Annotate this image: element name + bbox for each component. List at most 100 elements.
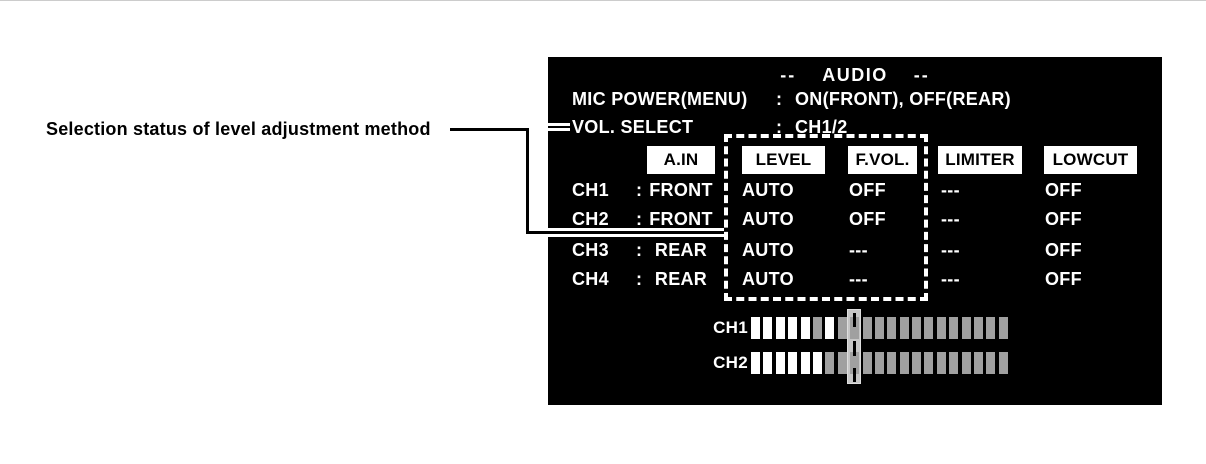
title-dashes-right: --	[913, 65, 930, 85]
marker-bar-segment	[850, 317, 859, 339]
vol-select-connector-marker	[548, 123, 570, 131]
recording-level-marker[interactable]	[847, 309, 861, 384]
meter-label-ch2: CH2	[713, 353, 748, 372]
vol-select-value[interactable]: CH1/2	[795, 117, 848, 137]
meter-segment	[788, 317, 798, 339]
meter-segment	[825, 317, 835, 339]
meter-segment	[974, 352, 984, 374]
meter-segment	[751, 317, 760, 339]
meter-segment	[998, 317, 1008, 339]
meter-segment	[949, 317, 959, 339]
meter-segment	[986, 352, 996, 374]
meter-segment	[899, 352, 909, 374]
lowcut-value[interactable]: OFF	[1045, 269, 1082, 289]
ch2-connector-underline	[548, 228, 724, 237]
meter-segment	[837, 317, 847, 339]
f-vol-value[interactable]: OFF	[849, 209, 886, 229]
a-in-value[interactable]: REAR	[654, 240, 708, 260]
level-value[interactable]: AUTO	[742, 240, 794, 260]
meter-segment	[751, 352, 760, 374]
meter-segment	[874, 352, 884, 374]
meter-segment	[763, 317, 773, 339]
meter-segment	[949, 352, 959, 374]
level-value[interactable]: AUTO	[742, 209, 794, 229]
meter-segment	[874, 317, 884, 339]
column-header-level: LEVEL	[742, 146, 825, 174]
meter-segment	[812, 317, 822, 339]
table-row-ch1: CH1 : FRONT AUTO OFF --- OFF	[548, 181, 1162, 199]
marker-tick	[853, 368, 856, 382]
leader-line-vertical	[526, 128, 529, 234]
channel-label: CH3	[572, 240, 609, 260]
a-in-value[interactable]: FRONT	[649, 209, 713, 229]
channel-label: CH1	[572, 180, 609, 200]
a-in-value[interactable]: FRONT	[649, 180, 713, 200]
meter-segment	[936, 317, 946, 339]
meter-bar-row-ch2	[751, 352, 1008, 374]
lowcut-value[interactable]: OFF	[1045, 180, 1082, 200]
mic-power-row: MIC POWER(MENU) : ON(FRONT), OFF(REAR)	[548, 90, 1162, 108]
meter-segment	[812, 352, 822, 374]
meter-segment	[800, 352, 810, 374]
meter-segment	[974, 317, 984, 339]
meter-segment	[763, 352, 773, 374]
table-row-ch3: CH3 : REAR AUTO --- --- OFF	[548, 241, 1162, 259]
f-vol-value[interactable]: ---	[849, 269, 868, 289]
row-separator: :	[636, 180, 643, 200]
meter-segment	[961, 352, 971, 374]
limiter-value[interactable]: ---	[941, 240, 960, 260]
meter-segment	[887, 352, 897, 374]
channel-label: CH2	[572, 209, 609, 229]
meter-segment	[862, 352, 872, 374]
row-separator: :	[636, 269, 643, 289]
meter-segment	[800, 317, 810, 339]
mic-power-separator: :	[776, 89, 782, 109]
audio-status-panel: -- AUDIO -- MIC POWER(MENU) : ON(FRONT), O…	[548, 57, 1162, 405]
marker-tick	[853, 313, 856, 327]
meter-segment	[961, 317, 971, 339]
meter-segment	[936, 352, 946, 374]
lowcut-value[interactable]: OFF	[1045, 209, 1082, 229]
f-vol-value[interactable]: ---	[849, 240, 868, 260]
meter-segment	[887, 317, 897, 339]
leader-line-elbow	[526, 231, 550, 234]
mic-power-value[interactable]: ON(FRONT), OFF(REAR)	[795, 89, 1011, 109]
column-header-lowcut: LOWCUT	[1044, 146, 1137, 174]
level-value[interactable]: AUTO	[742, 269, 794, 289]
table-row-ch2: CH2 : FRONT AUTO OFF --- OFF	[548, 210, 1162, 228]
column-header-limiter: LIMITER	[938, 146, 1022, 174]
f-vol-value[interactable]: OFF	[849, 180, 886, 200]
leader-line-horizontal	[450, 128, 529, 131]
title-dashes-left: --	[780, 65, 797, 85]
lowcut-value[interactable]: OFF	[1045, 240, 1082, 260]
limiter-value[interactable]: ---	[941, 209, 960, 229]
level-value[interactable]: AUTO	[742, 180, 794, 200]
meter-label-ch1: CH1	[713, 318, 748, 337]
meter-segment	[912, 352, 922, 374]
meter-segment	[899, 317, 909, 339]
meter-segment	[837, 352, 847, 374]
level-adjustment-highlight-box	[724, 134, 928, 301]
page-title: AUDIO	[822, 65, 888, 85]
meter-bar-row-ch1	[751, 317, 1008, 339]
vol-select-label: VOL. SELECT	[572, 117, 694, 137]
a-in-value[interactable]: REAR	[654, 269, 708, 289]
row-separator: :	[636, 240, 643, 260]
meter-segment	[924, 352, 934, 374]
annotation-label: Selection status of level adjustment met…	[46, 119, 431, 139]
channel-label: CH4	[572, 269, 609, 289]
row-separator: :	[636, 209, 643, 229]
column-header-a-in: A.IN	[647, 146, 715, 174]
limiter-value[interactable]: ---	[941, 180, 960, 200]
marker-bar-segment	[850, 352, 859, 374]
vol-select-row: VOL. SELECT : CH1/2	[548, 118, 1162, 136]
meter-segment	[788, 352, 798, 374]
meter-segment	[924, 317, 934, 339]
meter-segment	[862, 317, 872, 339]
vol-select-separator: :	[776, 117, 782, 137]
table-row-ch4: CH4 : REAR AUTO --- --- OFF	[548, 270, 1162, 288]
meter-segment	[825, 352, 835, 374]
meter-segment	[912, 317, 922, 339]
limiter-value[interactable]: ---	[941, 269, 960, 289]
